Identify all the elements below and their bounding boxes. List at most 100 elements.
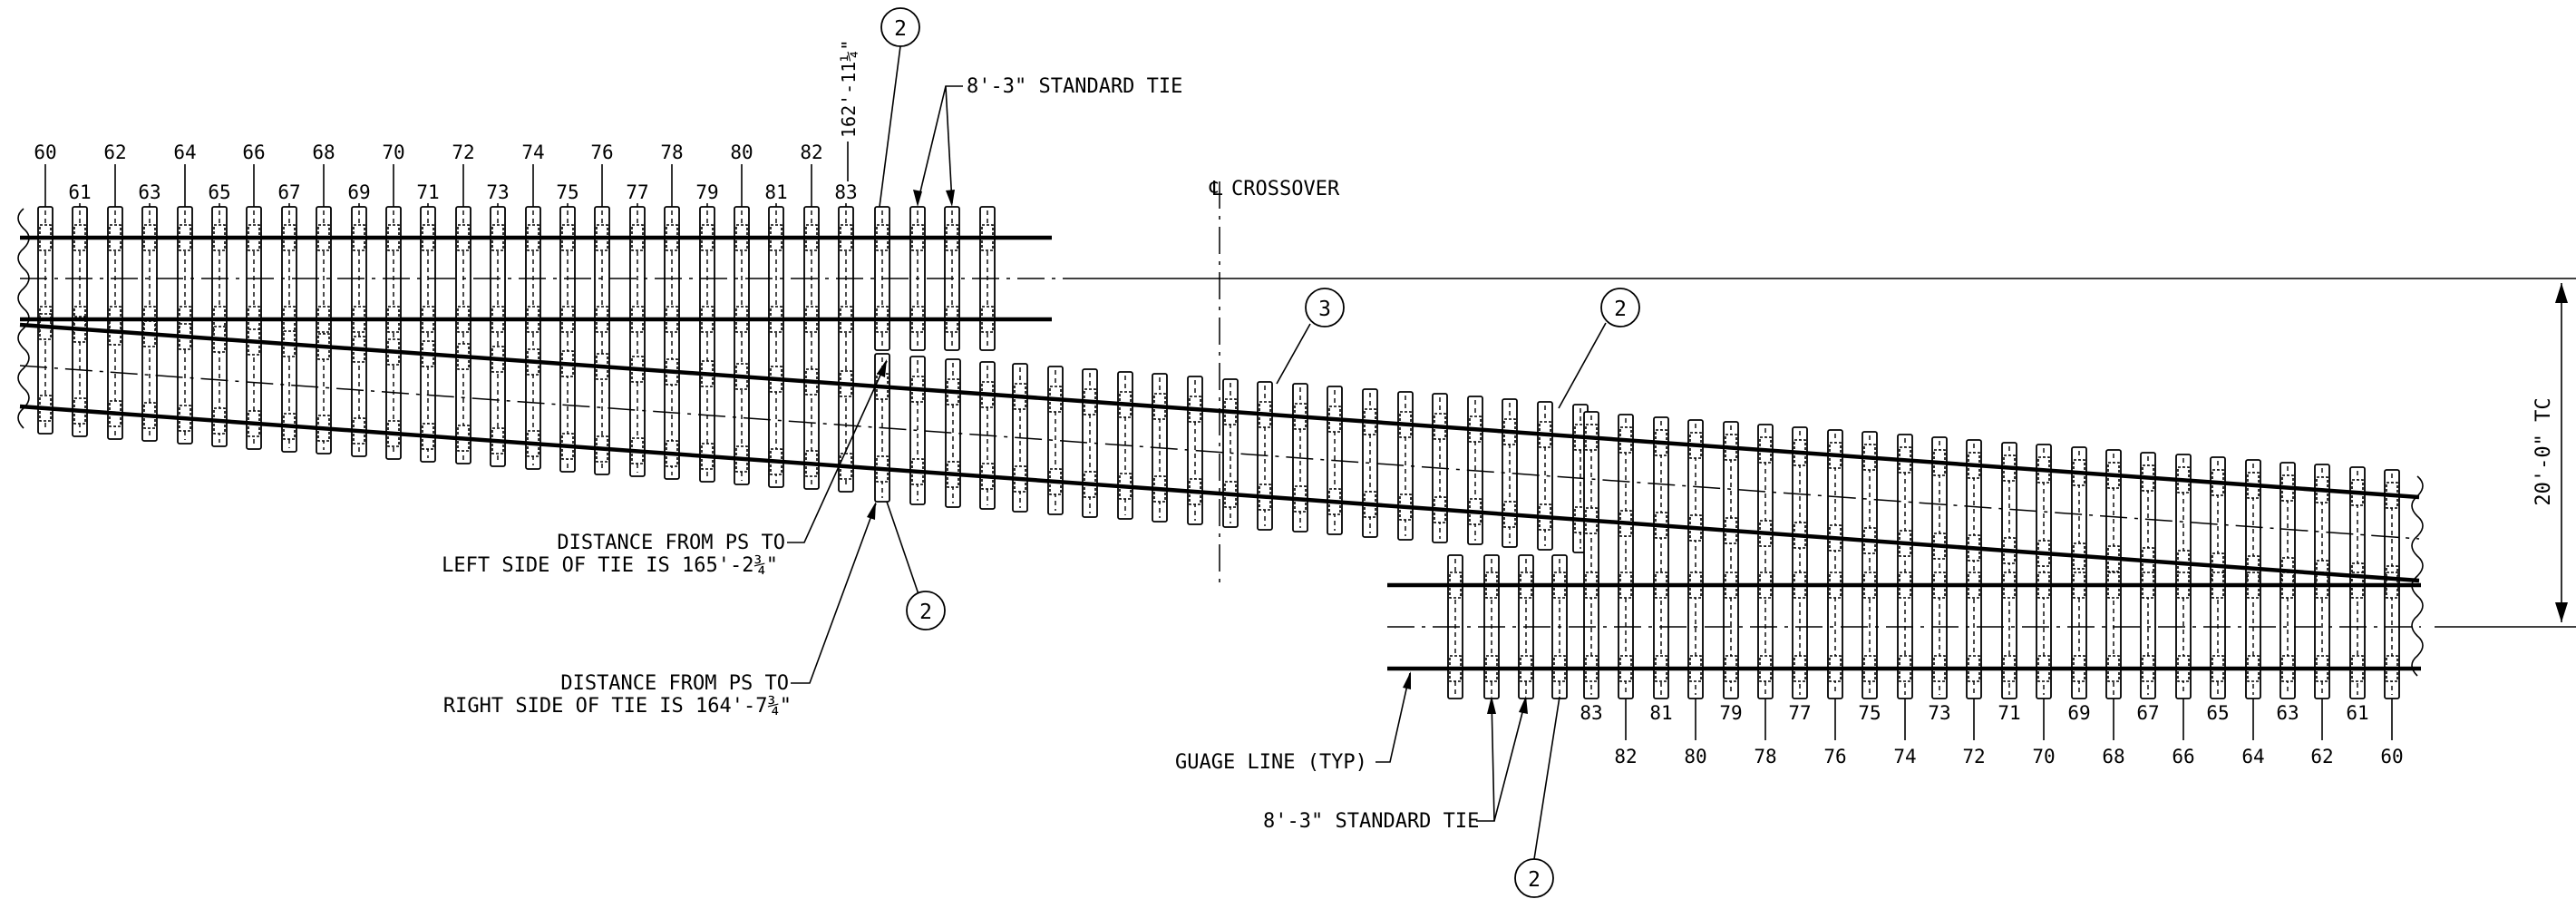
bottom-track-rails	[1387, 475, 2424, 677]
distance-left-arrow	[877, 359, 887, 377]
standard-tie-top-arrow-1	[913, 190, 922, 207]
top-tie-number: 62	[103, 142, 126, 163]
bottom-tie	[2140, 452, 2156, 699]
bottom-track-break-line	[2411, 475, 2424, 677]
top-tie	[838, 206, 854, 493]
bottom-tie	[2314, 464, 2330, 699]
bottom-tie-number: 70	[2032, 746, 2055, 767]
top-tie-number: 68	[312, 142, 335, 163]
top-tie	[525, 206, 541, 470]
top-tie	[316, 206, 332, 454]
top-tie	[734, 206, 750, 485]
top-tie-number: 60	[34, 142, 56, 163]
crossover-tie	[1362, 388, 1378, 538]
callout-top: 2	[879, 7, 920, 208]
bottom-tie	[2349, 466, 2366, 699]
top-tie-number: 63	[138, 181, 160, 203]
top-track-rails	[17, 208, 1070, 429]
top-tie	[803, 206, 820, 490]
callout-mid-leader	[886, 501, 919, 595]
bottom-tie	[2071, 446, 2087, 699]
distance-right-line-2: RIGHT SIDE OF TIE IS 164'-7¾"	[443, 695, 792, 718]
callout-right-circle	[1600, 288, 1640, 327]
bottom-tie	[1723, 421, 1739, 699]
top-tie	[281, 206, 297, 453]
callout-top-circle	[880, 7, 920, 47]
crossover-rail-south	[19, 404, 2420, 583]
top-tie-number: 64	[173, 142, 196, 163]
top-tie	[768, 206, 784, 488]
bottom-tie	[1897, 434, 1913, 699]
distance-left-leader	[787, 360, 888, 543]
top-tie-number: 65	[208, 181, 230, 203]
distance-right-line-1: DISTANCE FROM PS TO	[560, 672, 789, 695]
callout-top-leader	[879, 45, 901, 208]
bottom-tie	[1966, 439, 1982, 699]
top-tie-number: 72	[452, 142, 474, 163]
crossover-tie	[1082, 368, 1098, 518]
distance-left-line-1: DISTANCE FROM PS TO	[557, 532, 785, 554]
top-tie-number: 82	[800, 142, 822, 163]
bottom-tie-number: 83	[1580, 702, 1602, 724]
crossover-tie	[909, 356, 926, 505]
standard-tie-bottom-leader-2	[1493, 698, 1527, 822]
bottom-tie-number: 79	[1719, 702, 1742, 724]
callout-mid: 2	[886, 501, 946, 630]
top-tie	[455, 206, 471, 464]
top-tie-number: 78	[660, 142, 683, 163]
top-tie-number: 80	[730, 142, 753, 163]
gauge-line-arrow	[1403, 671, 1411, 689]
standard-tie-top-leader-1	[917, 85, 963, 204]
bottom-tie-number: 66	[2172, 746, 2194, 767]
callout-mid-circle	[906, 591, 946, 630]
callout-three-leader	[1276, 323, 1311, 385]
top-tie	[351, 206, 367, 457]
track-centers-dimension: 20'-0" TC	[1070, 278, 2576, 628]
bottom-tie-number: 62	[2310, 746, 2333, 767]
crossover-centerline	[19, 365, 2420, 540]
bottom-tie	[2175, 454, 2192, 699]
top-tie	[629, 206, 646, 477]
dimension-arrow-bottom	[2555, 602, 2568, 622]
gauge-line-leader	[1375, 672, 1411, 763]
callout-right-number: 2	[1614, 298, 1627, 321]
bottom-tie-number: 69	[2067, 702, 2090, 724]
standard-tie-top-leader-2	[945, 85, 953, 204]
bottom-tie	[1653, 416, 1669, 699]
crossover-symbol: ℄	[1209, 178, 1223, 200]
callout-top-number: 2	[894, 17, 907, 41]
bottom-tie-number: 80	[1684, 746, 1706, 767]
bottom-tie-number: 82	[1614, 746, 1637, 767]
dimension-arrow-top	[2555, 283, 2568, 303]
top-tie	[177, 206, 193, 445]
callout-mid-number: 2	[919, 601, 932, 624]
bottom-tie-number: 68	[2102, 746, 2124, 767]
top-tie-number: 75	[556, 181, 578, 203]
callout-right-leader	[1558, 322, 1607, 409]
top-tie	[385, 206, 402, 460]
callout-bottom-number: 2	[1528, 868, 1541, 892]
callout-three-circle	[1305, 288, 1345, 327]
bottom-tie-number: 61	[2346, 702, 2368, 724]
callout-bottom-leader	[1533, 696, 1560, 860]
bottom-tie	[1757, 424, 1774, 699]
standard-tie-bottom-note: 8'-3" STANDARD TIE	[1263, 696, 1528, 833]
distance-left-line-2: LEFT SIDE OF TIE IS 165'-2¾"	[442, 554, 778, 577]
bottom-tie-number: 76	[1823, 746, 1846, 767]
top-tie-number: 66	[242, 142, 265, 163]
distance-right-leader	[791, 503, 877, 684]
top-tie	[141, 206, 158, 442]
standard-tie-bottom-label: 8'-3" STANDARD TIE	[1263, 810, 1479, 833]
standard-tie-bottom-leader-1	[1476, 698, 1495, 822]
crossover-tie	[1397, 391, 1414, 541]
top-tie-number: 77	[626, 181, 648, 203]
top-tie	[664, 206, 680, 480]
gauge-line-label: GUAGE LINE (TYP)	[1175, 751, 1367, 774]
bottom-tie-number: 75	[1858, 702, 1881, 724]
bottom-tie-number: 77	[1788, 702, 1811, 724]
top-tie-number: 70	[382, 142, 404, 163]
top-tie	[420, 206, 436, 463]
